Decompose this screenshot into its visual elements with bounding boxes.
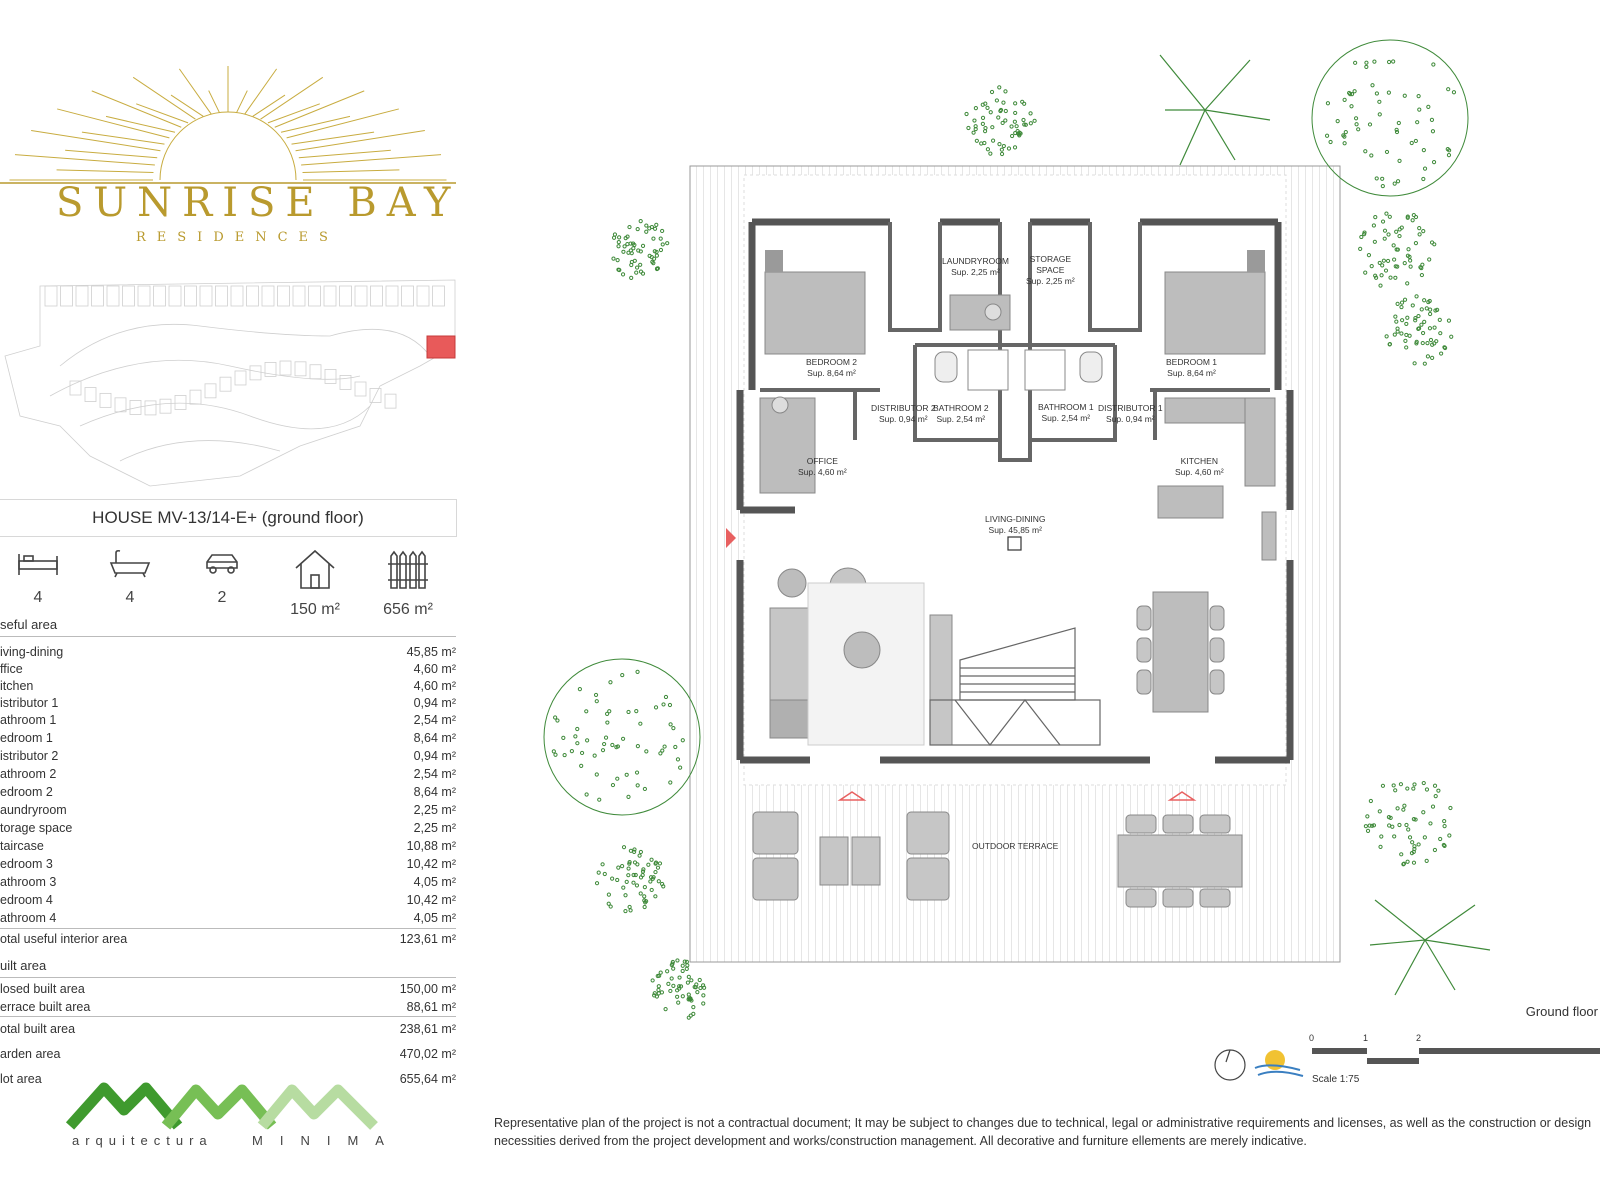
feature-bathrooms: 4 (95, 548, 165, 607)
ground-floor-label: Ground floor (1525, 1004, 1598, 1019)
logo-word-minima: MINIMA (252, 1133, 401, 1148)
bathtub-icon (109, 549, 151, 578)
feature-built-area: 150 m² (280, 548, 350, 619)
built-area-label: uilt area (0, 958, 47, 973)
logo-word-arquitectura: arquitectura (72, 1133, 213, 1148)
scale-label: Scale 1:75 (1312, 1074, 1360, 1085)
plot-highlight (426, 335, 456, 359)
useful-area-label: seful area (0, 617, 58, 632)
plot-area-value: 656 m² (383, 601, 433, 618)
bedrooms-count: 4 (33, 589, 43, 606)
sunrise-logo (0, 66, 456, 184)
feature-plot-area: 656 m² (373, 548, 443, 619)
sun-icon (1254, 1050, 1304, 1077)
divider (0, 636, 456, 637)
north-compass-icon (1214, 1049, 1246, 1081)
outdoor-terrace-label: OUTDOOR TERRACE (972, 841, 1059, 851)
built-area-value: 150 m² (290, 601, 340, 618)
feature-parking: 2 (187, 548, 257, 607)
house-icon (295, 549, 335, 589)
house-title: HOUSE MV-13/14-E+ (ground floor) (0, 499, 457, 537)
site-map (4, 279, 456, 487)
car-icon (206, 554, 238, 574)
scale-tick: 2 (1416, 1033, 1422, 1043)
scale-tick: 0 (1309, 1033, 1315, 1043)
arquitectura-minima-logo (66, 1082, 378, 1130)
scale-tick: 1 (1363, 1033, 1369, 1043)
parking-count: 2 (217, 589, 227, 606)
house-walls (736, 218, 1294, 764)
divider (0, 1016, 456, 1017)
brand-subtitle: RESIDENCES (136, 230, 339, 245)
divider (0, 977, 456, 978)
brand-title: SUNRISE BAY (56, 180, 461, 226)
disclaimer-text: Representative plan of the project is no… (494, 1116, 1592, 1148)
divider (0, 928, 456, 929)
scale-bar (1312, 1048, 1600, 1064)
tree-decorations (543, 39, 1491, 1020)
feature-bedrooms: 4 (3, 548, 73, 607)
bathrooms-count: 4 (125, 589, 135, 606)
fence-icon (388, 550, 428, 589)
bed-icon (18, 554, 58, 575)
